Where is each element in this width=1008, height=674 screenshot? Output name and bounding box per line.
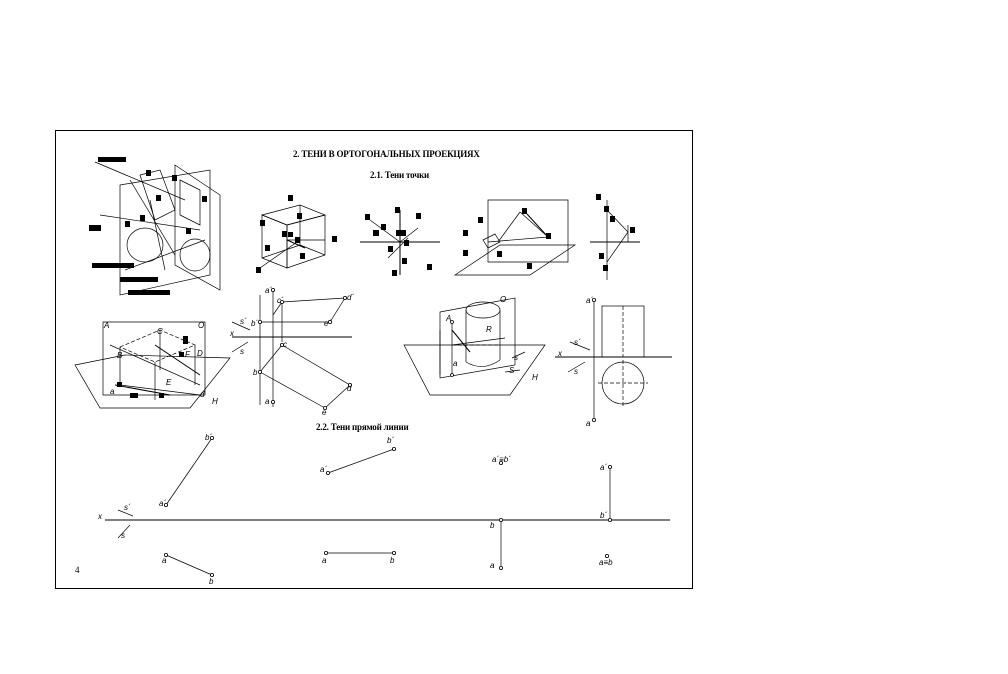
label-c-prime: c´	[277, 296, 284, 305]
page-title: 2. ТЕНИ В ОРТОГОНАЛЬНЫХ ПРОЕКЦИЯХ	[293, 149, 480, 159]
label-a-line1: a	[162, 556, 167, 565]
label-O: O	[198, 321, 204, 330]
label-s-fig7: s	[240, 347, 244, 356]
figure-shadow-scene-3d	[89, 157, 221, 296]
figure-line-shadows: x s´ s b´ a´ a b b´ a´ a b a´≡b´ b a	[97, 433, 670, 586]
section-title-line-shadows: 2.2. Тени прямой линии	[316, 422, 409, 432]
label-d-prime: d´	[347, 293, 354, 302]
label-ab-prime-coincide: a´≡b´	[492, 455, 511, 464]
label-H-fig8: H	[532, 373, 538, 382]
label-s-fig8: s	[514, 353, 518, 362]
label-O-fig8: O	[500, 295, 506, 304]
label-s-prime-fig9: s´	[574, 338, 581, 347]
label-a-prime-line1: a´	[159, 499, 166, 508]
figure-epure-points: a´ c´ d´ b´ s´ x e´ s c b d a e	[229, 286, 354, 417]
label-A: A	[103, 321, 109, 330]
label-R: R	[486, 325, 492, 334]
figure-prism-circle-epure: a´ s´ x s a	[555, 296, 672, 428]
figure-point-planes	[453, 199, 577, 276]
label-x-fig7: x	[229, 329, 235, 338]
label-b-line1: b	[209, 577, 214, 586]
figure-cylinder-3d: A O R a S H s	[403, 295, 546, 396]
label-a-fig6: a	[110, 387, 115, 396]
label-e-prime: e´	[324, 319, 331, 328]
label-b-prime-line1: b´	[205, 433, 212, 442]
page-frame	[55, 130, 693, 589]
label-d: d	[347, 384, 352, 393]
label-b-fig7: b	[253, 368, 258, 377]
label-d-fig6: d	[200, 390, 205, 399]
label-s-fig9: s	[574, 367, 578, 376]
label-e: e	[322, 408, 327, 417]
label-a-prime-line2: a´	[320, 465, 327, 474]
figure-box-plane-h: A C O B F D E a d H	[74, 321, 231, 409]
label-b-prime-fig7: b´	[251, 319, 258, 328]
label-a-prime-line4: a´	[600, 463, 607, 472]
label-a-prime-fig9: a´	[586, 296, 593, 305]
label-a-fig7: a	[265, 397, 270, 406]
label-ab-coincide: a≡b	[599, 558, 613, 567]
label-E: E	[166, 378, 172, 387]
figure-small-epure	[590, 194, 640, 280]
page-number: 4	[75, 565, 80, 575]
label-C: C	[157, 327, 163, 336]
figure-axes-projection	[360, 207, 440, 276]
label-b-line2: b	[390, 556, 395, 565]
label-s-line: s	[121, 531, 125, 540]
label-x-line: x	[97, 512, 103, 521]
label-a-line3: a	[490, 561, 495, 570]
label-a-line2: a	[322, 556, 327, 565]
label-S-fig8: S	[509, 366, 515, 375]
label-b-prime-line4: b´	[600, 511, 607, 520]
label-B: B	[117, 351, 123, 360]
label-a-prime-fig7: a´	[265, 286, 272, 295]
label-H-fig6: H	[212, 397, 218, 406]
label-s-prime-line: s´	[124, 503, 131, 512]
label-a-fig8: a	[453, 359, 458, 368]
label-b-prime-line2: b´	[387, 436, 394, 445]
label-F: F	[185, 350, 191, 359]
label-x-fig9: x	[557, 349, 563, 358]
label-A-fig8: A	[445, 314, 451, 323]
section-title-point-shadows: 2.1. Тени точки	[370, 170, 430, 180]
label-c: c	[283, 340, 287, 349]
label-b-line3: b	[490, 521, 495, 530]
label-D: D	[197, 349, 203, 358]
figure-cube-shadow	[256, 195, 337, 273]
label-s-prime-fig7: s´	[240, 317, 247, 326]
label-a-fig9: a	[586, 419, 591, 428]
